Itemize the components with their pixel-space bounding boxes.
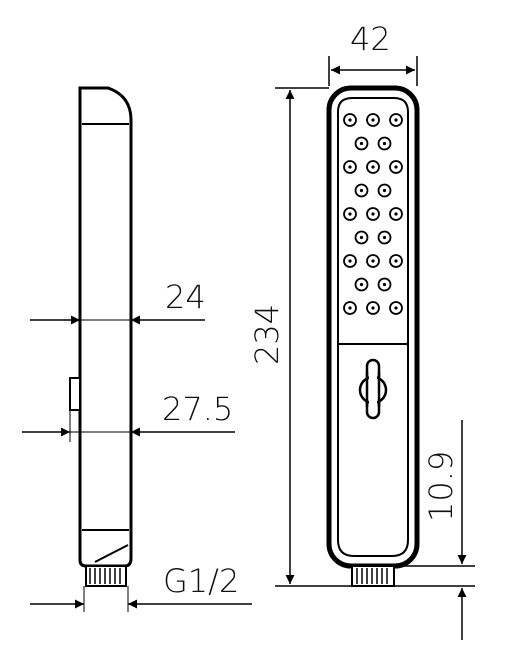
nozzle-center [382,282,387,287]
dim-length: 234 [248,87,352,587]
nozzle-center [371,306,375,310]
nozzle-center [371,259,375,263]
lower-panel-outline [337,343,409,557]
nozzle-center [394,118,398,122]
side-bottom-detail [94,544,129,563]
dim-thickness-button-label: 27.5 [162,390,233,428]
nozzle-center [371,212,375,216]
nozzle-center [348,306,352,310]
nozzle-center [348,165,352,169]
dim-width: 42 [328,20,418,86]
dim-length-label: 234 [248,304,286,365]
nozzle-center [382,235,387,240]
nozzle-center [394,212,398,216]
dim-thickness-label: 24 [165,278,206,316]
side-thread-connector [85,565,127,587]
front-view: 42 234 10.9 [248,20,475,640]
nozzle-center [359,235,364,240]
side-view: 24 27.5 G1/2 [22,86,252,612]
nozzle-center [348,259,352,263]
dim-thread: G1/2 [30,562,252,612]
nozzle-center [359,141,364,146]
dim-thickness: 24 [30,278,206,325]
side-button [69,377,81,411]
front-body-outline [326,85,420,569]
nozzle-center [348,118,352,122]
dim-connector-height: 10.9 [394,420,475,640]
toggle-button [358,358,388,420]
nozzle-center [371,118,375,122]
dim-thickness-button: 27.5 [22,390,235,442]
dim-thread-label: G1/2 [163,562,239,600]
nozzle-center [394,259,398,263]
front-thread-connector [351,565,395,587]
nozzle-center [382,141,387,146]
nozzle-center [394,306,398,310]
dim-connector-height-label: 10.9 [422,451,460,522]
nozzle-center [371,165,375,169]
dim-width-label: 42 [350,20,391,58]
nozzle-center [348,212,352,216]
nozzle-center [382,188,387,193]
nozzle-center [359,188,364,193]
nozzle-center [359,282,364,287]
side-body-outline [78,86,133,568]
spray-face-outline [337,97,409,345]
nozzle-center [394,165,398,169]
spray-nozzles [343,113,403,315]
